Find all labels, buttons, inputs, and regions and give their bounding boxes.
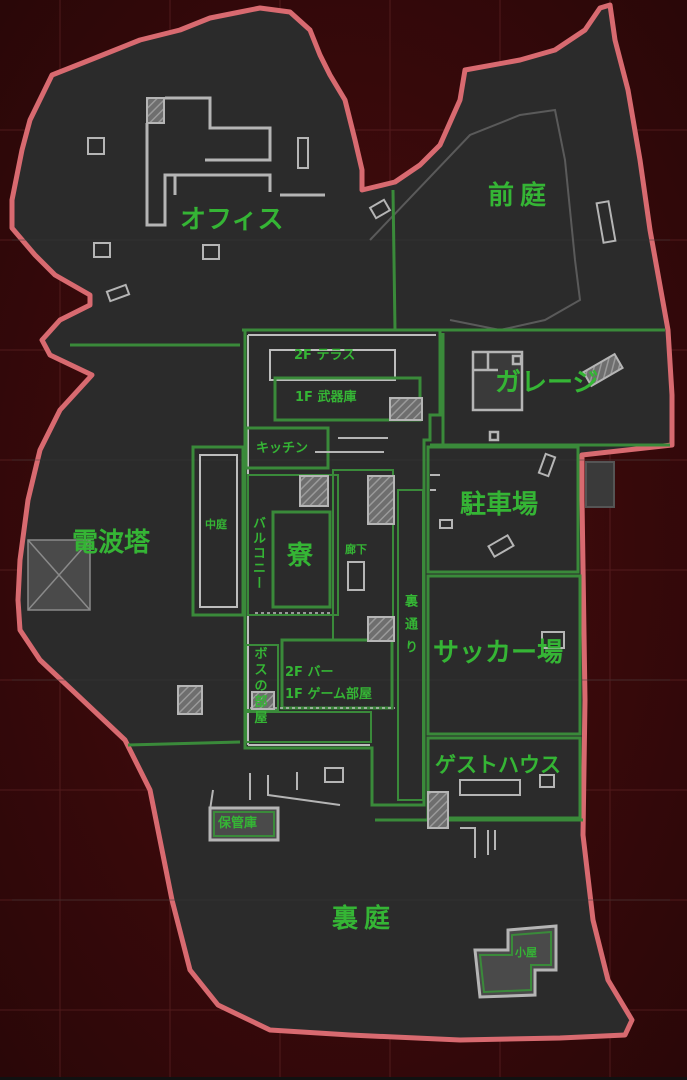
garage-building [471,350,524,442]
kitchen-zone [244,426,330,470]
area-label-courtyard: 中庭 [205,518,227,531]
stair-tower [177,685,203,715]
area-label-tower: 電波塔 [72,528,151,558]
bottom-edge [0,1077,687,1080]
front-yard-road [369,108,582,332]
south-room-zone [245,711,372,743]
area-label-small-house: 小屋 [515,946,537,959]
area-label-bar: 2F バー [285,665,334,680]
area-label-terrace: 2F テラス [294,348,356,363]
courtyard-zone [191,445,245,617]
zone-line-tower-south [127,740,241,747]
land-grid [12,239,670,901]
area-label-storage: 保管庫 [218,816,258,831]
stair-boss [251,691,275,710]
soccer-zone [426,574,582,736]
area-label-corridor: 廊下 [345,543,367,556]
area-label-kitchen: キッチン [256,441,309,456]
storage-building [208,806,280,842]
stair-corridor [367,475,395,525]
dorm-zone [271,510,332,609]
area-label-parking: 駐車場 [460,490,539,520]
stair-guest [427,791,449,829]
area-label-back-street: 裏通り [402,594,417,663]
terrace-zone [269,349,396,381]
zone-line-office-front [391,189,397,331]
stair-corridor-south [367,616,395,642]
small-hut [473,924,558,999]
east-zone-boxes [426,445,582,820]
area-label-front-yard: 前庭 [488,181,553,211]
parking-zone [426,445,580,574]
area-label-dorm: 寮 [287,541,314,571]
dorm-wing [247,474,339,616]
central-complex [191,328,442,807]
area-label-armory: 1F 武器庫 [295,390,357,405]
stair-office [146,97,165,124]
courtyard-inner [199,454,238,608]
zone-boundaries [70,189,670,822]
stair-dorm [299,475,329,507]
stair-armory [389,397,423,421]
stair-blocks [146,97,624,996]
stair-east [585,461,615,508]
misc-walls [209,437,565,858]
map-land [9,2,675,1043]
radio-tower-base [27,539,91,611]
guest-house-zone [426,736,582,820]
area-label-boss-room: ボスの部屋 [254,647,268,726]
area-label-back-yard: 裏庭 [332,904,397,934]
area-label-game-room: 1F ゲーム部屋 [285,687,373,702]
back-street-zone [397,489,424,801]
area-label-garage: ガレージ [495,368,599,398]
area-label-guest-house: ゲストハウス [435,753,561,777]
area-label-soccer: サッカー場 [433,638,564,668]
stair-garage [582,352,624,388]
office-building [87,96,617,303]
area-label-office: オフィス [180,205,284,235]
area-label-balcony: バルコニー [250,516,265,591]
